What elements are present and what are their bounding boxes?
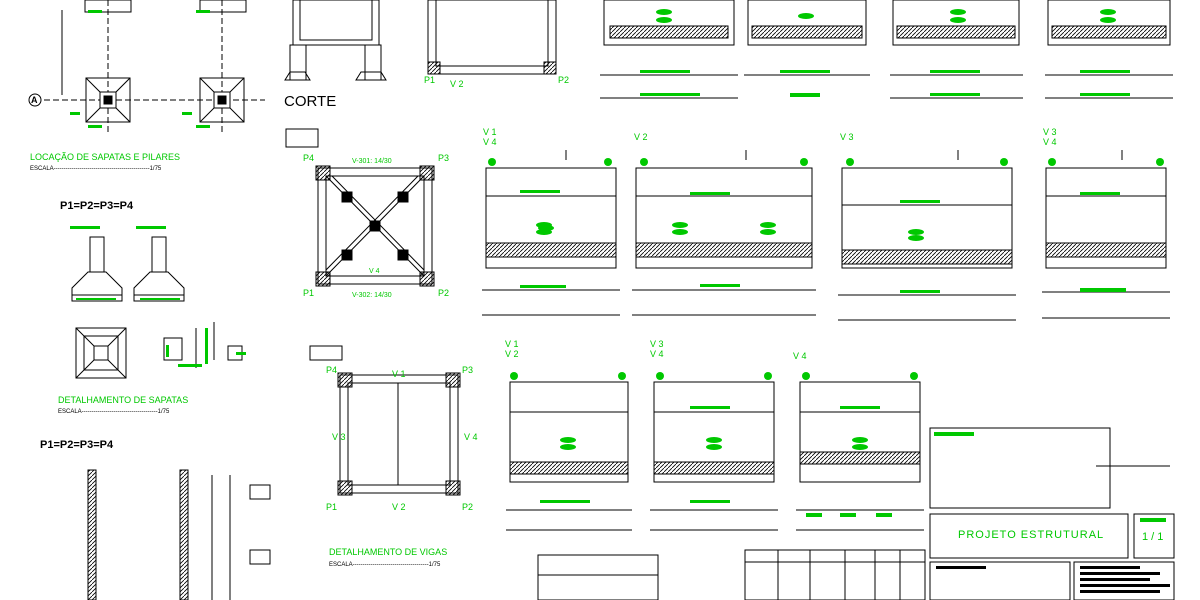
lower-plan-beam-v4: V 4 bbox=[464, 432, 478, 442]
upper-plan bbox=[285, 128, 435, 287]
frame-beam-v2: V 2 bbox=[450, 79, 464, 89]
axis-marker: A bbox=[31, 95, 38, 105]
title-block bbox=[744, 427, 1175, 600]
beam-label-v4: V 4 bbox=[483, 137, 497, 147]
beam-label-v2: V 2 bbox=[634, 132, 648, 142]
lower-plan-pillar-p1: P1 bbox=[326, 502, 338, 512]
frame-pillar-p2: P2 bbox=[558, 75, 570, 85]
lower-plan-beam-v3: V 3 bbox=[332, 432, 346, 442]
sapatas-scale: ESCALA----------------------------------… bbox=[58, 409, 170, 415]
lower-plan-pillar-p2: P2 bbox=[462, 502, 474, 512]
beam-label-v3: V 3 bbox=[840, 132, 854, 142]
beam-label-v3b: V 3 bbox=[1043, 127, 1057, 137]
upper-plan-pillar-p4: P4 bbox=[303, 153, 315, 163]
lower-plan-pillar-p3: P3 bbox=[462, 365, 474, 375]
beam-label-row3-v4: V 4 bbox=[650, 349, 664, 359]
location-plan-green-marks bbox=[70, 10, 210, 128]
pillars-equality-1: P1=P2=P3=P4 bbox=[60, 200, 134, 212]
beam-elevations-row2 bbox=[482, 150, 1170, 321]
lower-plan-beam-v2: V 2 bbox=[392, 502, 406, 512]
beam-label-row3-v3: V 3 bbox=[650, 339, 664, 349]
beam-elevations-row3-green bbox=[510, 372, 918, 517]
title-block-fill bbox=[936, 566, 1170, 593]
beam-label-row3-v4b: V 4 bbox=[793, 351, 807, 361]
lower-plan-pillar-p4: P4 bbox=[326, 365, 338, 375]
corte-section bbox=[284, 0, 387, 81]
sapata-sections bbox=[71, 236, 243, 379]
lower-plan-beam-v1: V 1 bbox=[392, 369, 406, 379]
frame-elevation-top bbox=[427, 0, 557, 75]
beam-label-v4b: V 4 bbox=[1043, 137, 1057, 147]
beam-elevations-row2-green bbox=[488, 158, 1164, 293]
lower-plan bbox=[309, 345, 461, 496]
upper-plan-beam-top: V-301: 14/30 bbox=[352, 158, 392, 165]
beam-elevations-top bbox=[600, 0, 1173, 99]
project-title: PROJETO ESTRUTURAL bbox=[958, 529, 1105, 541]
beam-label-row3-v1: V 1 bbox=[505, 339, 519, 349]
frame-pillar-p1: P1 bbox=[424, 75, 436, 85]
upper-plan-pillar-p1: P1 bbox=[303, 288, 315, 298]
locacao-scale: ESCALA----------------------------------… bbox=[30, 166, 162, 172]
location-plan bbox=[28, 0, 265, 135]
title-block-green bbox=[934, 432, 1166, 522]
beam-elevations-top-green bbox=[640, 9, 1130, 97]
pillars-equality-2: P1=P2=P3=P4 bbox=[40, 439, 114, 451]
beam-label-row3-v2: V 2 bbox=[505, 349, 519, 359]
frame-elevation-bottom bbox=[537, 554, 659, 600]
sapata-sections-green bbox=[70, 226, 246, 367]
upper-plan-pillar-p2: P2 bbox=[438, 288, 450, 298]
corte-label: CORTE bbox=[284, 93, 337, 110]
sapatas-title: DETALHAMENTO DE SAPATAS bbox=[58, 395, 189, 405]
vigas-title: DETALHAMENTO DE VIGAS bbox=[329, 547, 448, 557]
column-details bbox=[87, 469, 271, 600]
sheet-number: 1 / 1 bbox=[1142, 531, 1164, 543]
upper-plan-beam-v4: V 4 bbox=[369, 268, 380, 275]
vigas-scale: ESCALA----------------------------------… bbox=[329, 562, 441, 568]
upper-plan-pillar-p3: P3 bbox=[438, 153, 450, 163]
upper-plan-beam-bottom: V-302: 14/30 bbox=[352, 292, 392, 299]
beam-label-v1: V 1 bbox=[483, 127, 497, 137]
beam-elevations-row3 bbox=[506, 381, 924, 531]
locacao-title: LOCAÇÃO DE SAPATAS E PILARES bbox=[30, 152, 181, 162]
